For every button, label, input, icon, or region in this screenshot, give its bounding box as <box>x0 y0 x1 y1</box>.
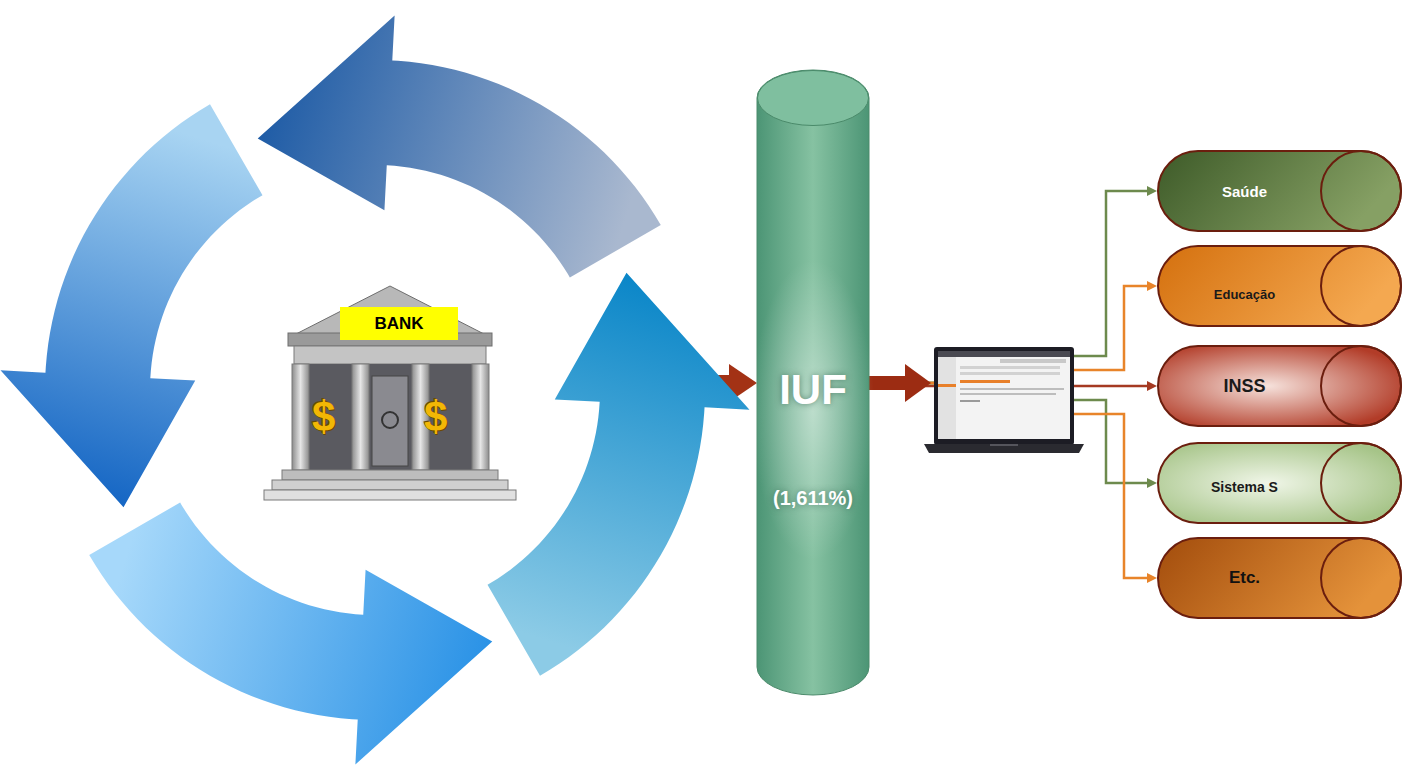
dollar-sign: $ <box>312 393 335 441</box>
destination-capsule: Saúde <box>1157 150 1402 232</box>
bank-illustration <box>264 286 516 500</box>
capsule-body <box>1158 443 1401 523</box>
cap-shape <box>1157 245 1402 327</box>
laptop-notch <box>990 444 1018 446</box>
destination-capsule: Educação <box>1157 245 1402 327</box>
bank-step <box>264 490 516 500</box>
tax-rate: (1,611%) <box>757 487 869 509</box>
cycle-arrow <box>258 16 661 278</box>
screen-line <box>960 366 1060 369</box>
screen-line <box>960 400 980 402</box>
cycle-arrows <box>1 16 750 765</box>
destination-name: INSS <box>1157 345 1332 427</box>
cap-shape <box>1157 150 1402 232</box>
screen-icons <box>1000 359 1066 363</box>
screen-line <box>960 393 1056 395</box>
screen-highlight <box>938 384 956 387</box>
bank-cycle: BANK <box>10 5 718 763</box>
capsule-end <box>1321 538 1401 618</box>
cycle-arrow <box>488 273 750 676</box>
tax-cylinder: IUF (1,611%) <box>757 70 869 695</box>
destination-name: Educação <box>1157 253 1332 335</box>
cycle-arrow <box>1 104 263 507</box>
distribution-line <box>869 191 1147 383</box>
capsule-end <box>1321 246 1401 326</box>
screen-line <box>960 388 1064 390</box>
cap-shape <box>1157 537 1402 619</box>
capsule-body <box>1158 538 1401 618</box>
destination-capsule: Sistema S <box>1157 442 1402 524</box>
laptop-bezel <box>934 347 1074 445</box>
capsule-end <box>1321 346 1401 426</box>
screen-sidebar <box>938 357 956 439</box>
destination-capsule: INSS <box>1157 345 1402 427</box>
destination-name: Saúde <box>1157 150 1332 232</box>
tax-name: IUF <box>757 367 869 413</box>
bank-entablature <box>294 346 486 364</box>
bank-shape <box>10 5 718 763</box>
cap-shape <box>1157 442 1402 524</box>
dollar-sign: $ <box>424 393 447 441</box>
capsule-body <box>1158 151 1401 231</box>
vault-wheel <box>382 412 398 428</box>
bank-sign: BANK <box>340 307 458 340</box>
vault-door <box>372 376 408 466</box>
screen-line <box>960 372 1060 375</box>
block-arrow-head <box>905 364 931 402</box>
bank-column <box>352 364 369 470</box>
capsule-end <box>1321 443 1401 523</box>
destination-capsule: Etc. <box>1157 537 1402 619</box>
capsule-body <box>1158 246 1401 326</box>
cylinder-top <box>758 71 869 126</box>
destination-name: Etc. <box>1157 537 1332 619</box>
capsule-body <box>1158 346 1401 426</box>
bank-column <box>292 364 309 470</box>
bank-step <box>272 480 508 490</box>
screen-toolbar <box>938 351 1070 357</box>
bank-step <box>282 470 498 480</box>
bank-column <box>472 364 489 470</box>
laptop <box>924 347 1084 453</box>
cap-shape <box>1157 345 1402 427</box>
bank-wall <box>300 364 480 470</box>
laptop-screen <box>938 351 1070 439</box>
capsule-end <box>1321 151 1401 231</box>
cylinder-glow <box>751 260 874 560</box>
block-arrow <box>869 376 907 390</box>
screen-line <box>960 380 1010 383</box>
laptop-base <box>924 444 1084 453</box>
destination-name: Sistema S <box>1157 446 1332 528</box>
cycle-arrow <box>89 503 492 765</box>
